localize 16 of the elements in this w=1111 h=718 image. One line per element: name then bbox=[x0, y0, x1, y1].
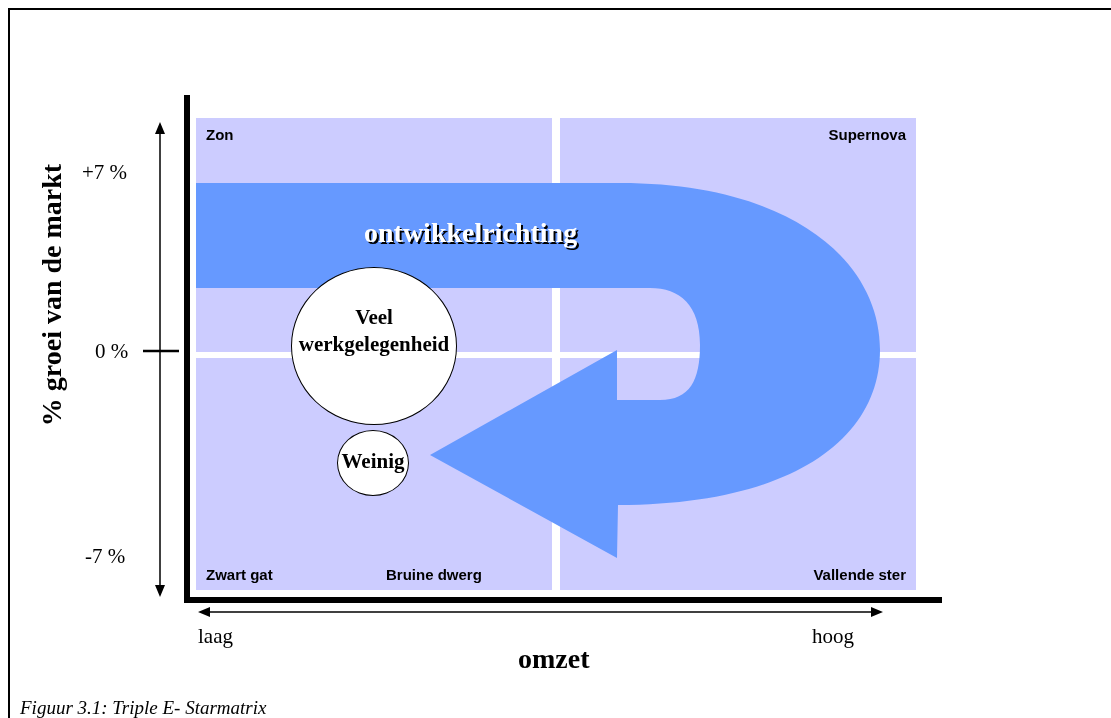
axis-end-label: laag bbox=[198, 624, 233, 649]
axis-title: omzet bbox=[518, 643, 590, 675]
bubble-label: Weinig bbox=[340, 448, 406, 475]
quadrant-label: Vallende ster bbox=[813, 566, 906, 583]
quadrant-label: Supernova bbox=[828, 126, 906, 143]
axis-title: % groei van de markt bbox=[36, 163, 68, 427]
figure-caption: Figuur 3.1: Triple E- Starmatrix bbox=[20, 697, 267, 718]
tick-label: -7 % bbox=[85, 544, 126, 569]
quadrant-label: Zwart gat bbox=[206, 566, 273, 583]
quadrant-label: Zon bbox=[206, 126, 234, 143]
bubble-label: Veel werkgelegenheid bbox=[297, 304, 451, 358]
arrow-label: ontwikkelrichting bbox=[364, 217, 578, 249]
axis-end-label: hoog bbox=[812, 624, 854, 649]
tick-label: 0 % bbox=[95, 339, 129, 364]
tick-label: +7 % bbox=[82, 160, 128, 185]
quadrant-label: Bruine dwerg bbox=[386, 566, 482, 583]
